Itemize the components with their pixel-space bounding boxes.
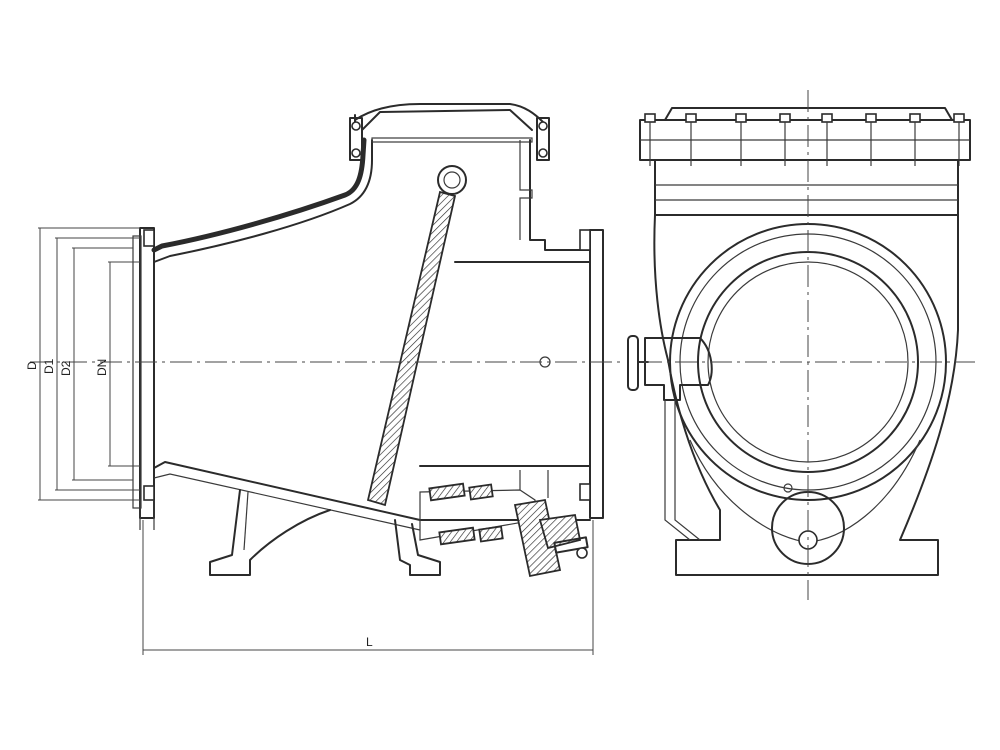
outlet-flange <box>419 229 604 519</box>
side-section-view: D D1 D2 DN L <box>25 103 620 655</box>
end-view-body-outline <box>653 214 959 576</box>
buffer-assembly <box>419 470 589 578</box>
bonnet-cover <box>349 103 550 161</box>
label-l: L <box>366 635 373 649</box>
inlet-flange <box>132 227 155 530</box>
body-upper-wall <box>151 137 367 253</box>
swing-disc <box>366 165 467 507</box>
body-lower-wall <box>153 461 591 521</box>
label-dn: DN <box>95 359 109 376</box>
end-view-cover-flange <box>639 107 971 166</box>
label-d2: D2 <box>59 360 73 376</box>
support-feet <box>209 489 441 576</box>
side-handwheel <box>627 335 713 541</box>
cover-bolts <box>644 113 965 166</box>
label-d: D <box>25 361 39 370</box>
length-dimension <box>142 520 594 655</box>
label-d1: D1 <box>42 358 56 374</box>
end-view <box>627 90 975 600</box>
diameter-dimensions <box>38 227 140 501</box>
